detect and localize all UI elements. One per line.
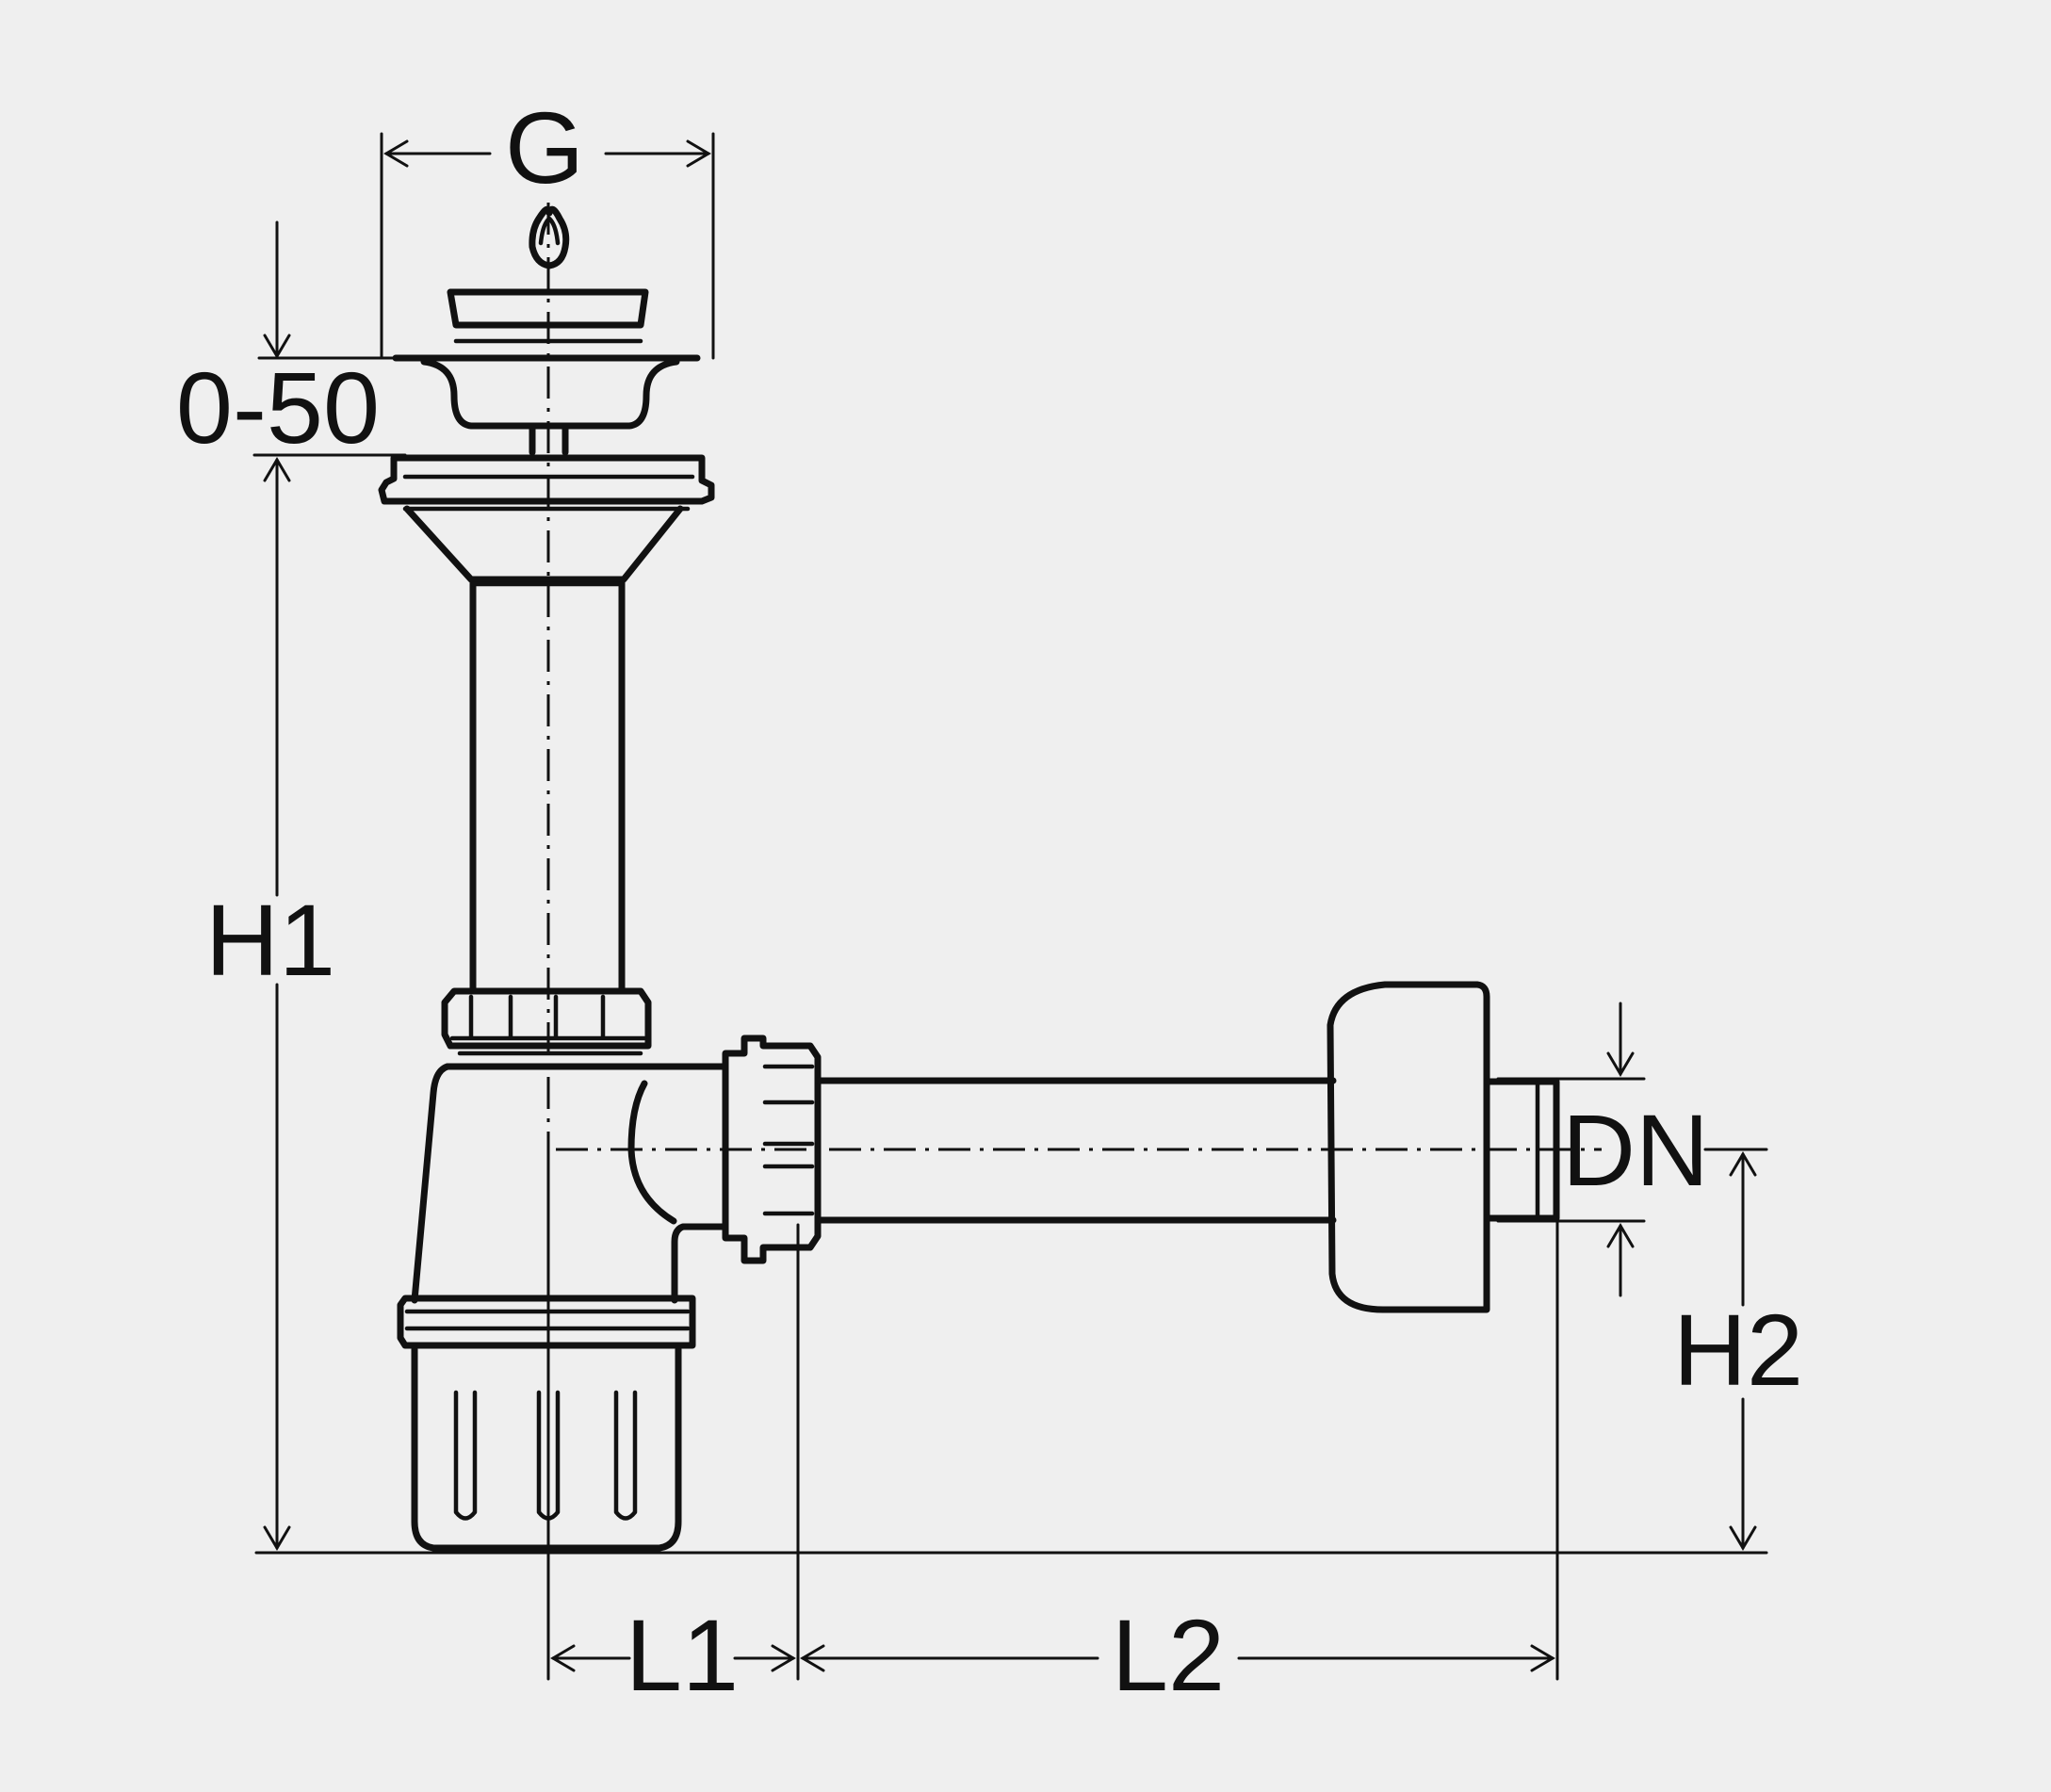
dimension-lines xyxy=(252,132,1768,1681)
body-right-side xyxy=(444,1063,729,1304)
cup-slot-3 xyxy=(613,1390,638,1521)
collar-outline xyxy=(397,1295,696,1349)
dn-arrow-up xyxy=(1606,1223,1635,1248)
h1-arrow-up xyxy=(263,457,291,482)
h2-arrow-up xyxy=(1729,1151,1757,1177)
siphon-body xyxy=(411,1063,729,1304)
dimension-labels: G 0-50 H1 DN H2 L1 L2 xyxy=(176,90,1803,1712)
l2-arrow-left xyxy=(800,1644,825,1672)
label-h2: H2 xyxy=(1673,1293,1803,1407)
side-union-nut xyxy=(722,1034,822,1264)
g-arrow-left xyxy=(383,139,409,168)
range-arrow-down xyxy=(263,334,291,359)
flange-rim xyxy=(378,454,715,505)
l2-arrow-right xyxy=(1530,1644,1555,1672)
l1-arrow-right xyxy=(771,1644,796,1672)
flange-cone xyxy=(403,505,684,583)
label-h1: H1 xyxy=(205,883,335,997)
strainer-basket xyxy=(392,354,701,456)
outlet-pipe xyxy=(814,1077,1337,1224)
cup-outline xyxy=(411,1345,682,1552)
label-dn: DN xyxy=(1562,1093,1709,1207)
drain-flange xyxy=(378,454,715,583)
label-l2: L2 xyxy=(1112,1598,1225,1712)
basket-outline xyxy=(392,354,701,430)
h2-arrow-down xyxy=(1729,1525,1757,1551)
body-collar xyxy=(397,1295,696,1349)
cup-slot-1 xyxy=(453,1390,478,1521)
siphon-assembly xyxy=(378,203,1602,1552)
h1-arrow-down xyxy=(263,1525,291,1551)
label-range: 0-50 xyxy=(176,350,380,464)
plug-stem xyxy=(529,422,569,456)
dn-arrow-down xyxy=(1606,1051,1635,1077)
bottom-cup xyxy=(411,1345,682,1552)
wall-rosette xyxy=(1327,981,1490,1313)
inlet-curve xyxy=(627,1080,677,1225)
side-nut-body xyxy=(722,1034,822,1264)
g-arrow-right xyxy=(686,139,711,168)
tailpipe xyxy=(469,578,626,993)
rosette-outline xyxy=(1327,981,1490,1313)
body-left-side xyxy=(411,1063,451,1304)
label-g: G xyxy=(505,90,584,204)
upper-union-nut xyxy=(441,987,652,1056)
plug-cap xyxy=(447,288,649,329)
l1-arrow-left xyxy=(550,1644,576,1672)
label-l1: L1 xyxy=(626,1598,739,1712)
